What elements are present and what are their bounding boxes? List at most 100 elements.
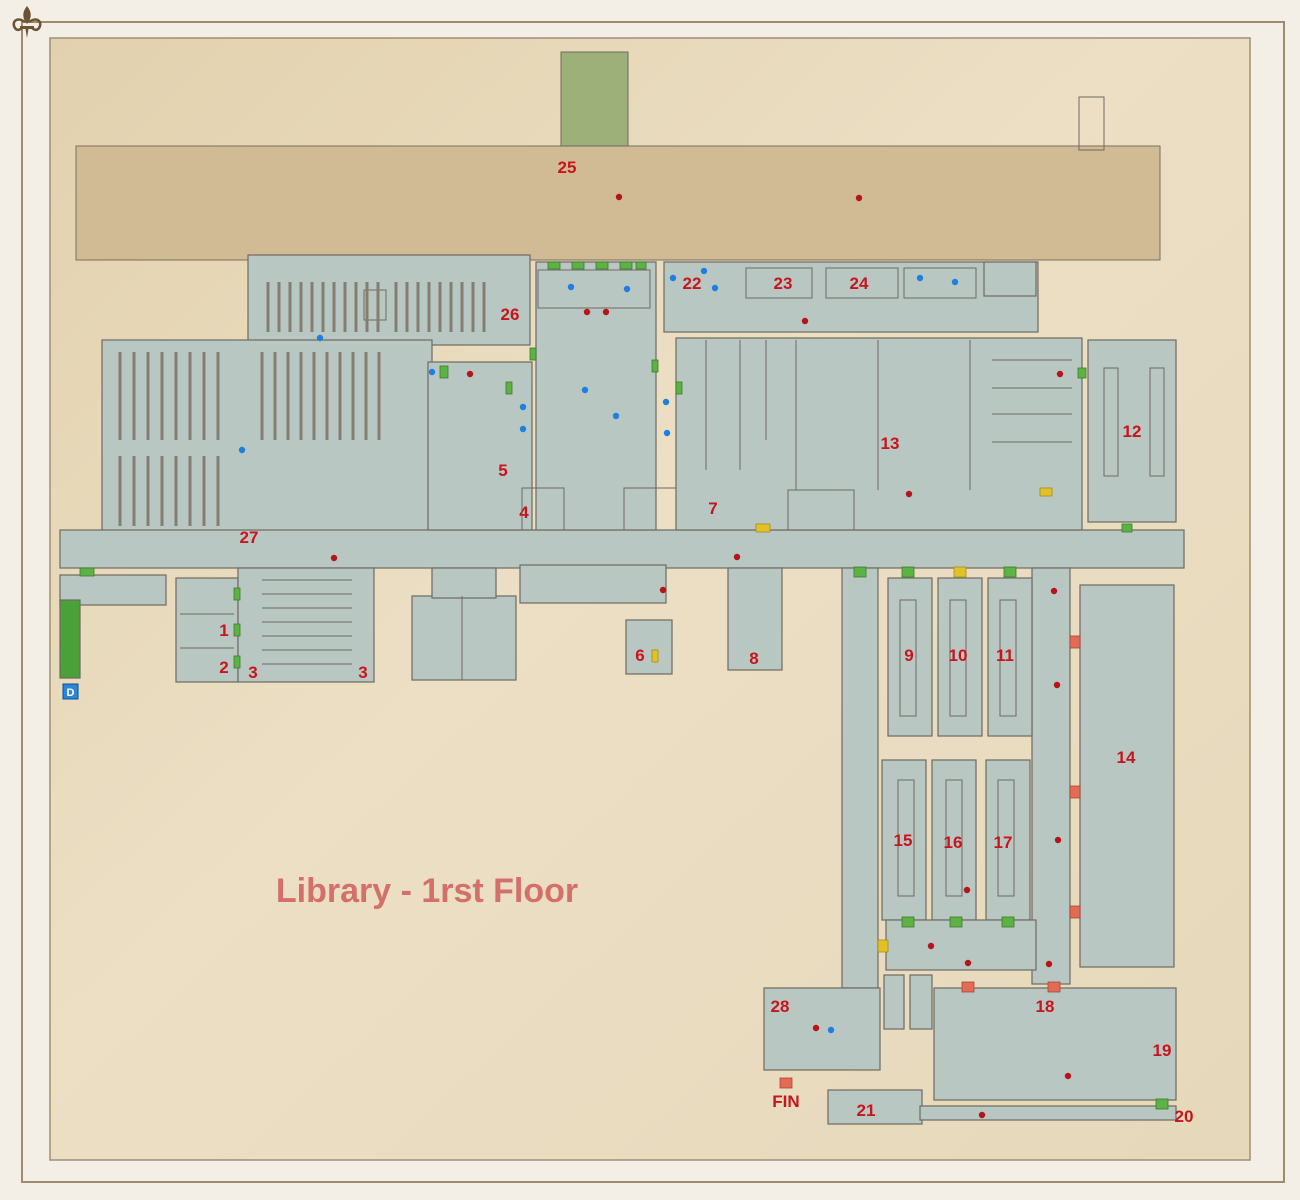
wall-details <box>180 267 1165 897</box>
room-label-21: 21 <box>857 1101 876 1120</box>
doors-yellow <box>651 487 1053 953</box>
item-marker-blue <box>916 274 924 282</box>
room-label-3-b: 3 <box>358 663 367 682</box>
item-marker-red <box>927 942 935 950</box>
room-labels: 1 2 3 3 4 5 6 7 8 9 10 11 12 13 14 15 16… <box>219 158 1193 1126</box>
small-room-b <box>909 974 933 1030</box>
room-6 <box>625 619 673 675</box>
item-marker-red <box>801 317 809 325</box>
room-8 <box>727 567 783 671</box>
item-marker-red <box>855 194 863 202</box>
room-label-12: 12 <box>1123 422 1142 441</box>
item-marker-red <box>659 586 667 594</box>
item-marker-blue <box>951 278 959 286</box>
room-5-area <box>427 361 533 531</box>
item-marker-red <box>583 308 591 316</box>
room-label-1: 1 <box>219 621 228 640</box>
garden-25 <box>560 51 629 147</box>
central-hall <box>535 261 657 531</box>
room-label-4: 4 <box>519 503 529 522</box>
item-markers-red <box>330 193 1072 1119</box>
item-marker-red <box>905 490 913 498</box>
room-28 <box>763 987 881 1071</box>
item-marker-blue <box>519 403 527 411</box>
item-marker-blue <box>581 386 589 394</box>
item-marker-blue <box>428 368 436 376</box>
room-label-2: 2 <box>219 658 228 677</box>
bookshelf-rows <box>118 282 486 526</box>
room-18-hall <box>885 919 1037 971</box>
item-marker-red <box>330 554 338 562</box>
item-marker-red <box>963 886 971 894</box>
room-label-28: 28 <box>771 997 790 1016</box>
item-marker-red <box>1064 1072 1072 1080</box>
room-label-22: 22 <box>683 274 702 293</box>
courtyard <box>75 145 1161 261</box>
item-marker-blue <box>663 429 671 437</box>
room-label-15: 15 <box>894 831 913 850</box>
fleur-de-lis-icon <box>12 6 42 38</box>
room-label-14: 14 <box>1117 748 1136 767</box>
item-marker-red <box>978 1111 986 1119</box>
room-27-area <box>101 339 433 541</box>
item-marker-red <box>1053 681 1061 689</box>
room-label-13: 13 <box>881 434 900 453</box>
room-label-7: 7 <box>708 499 717 518</box>
item-marker-red <box>1054 836 1062 844</box>
small-room-a <box>883 974 905 1030</box>
room-label-19: 19 <box>1153 1041 1172 1060</box>
south-passage <box>919 1105 1177 1121</box>
east-corridor-west <box>841 567 879 989</box>
room-label-23: 23 <box>774 274 793 293</box>
item-marker-red <box>602 308 610 316</box>
item-marker-blue <box>827 1026 835 1034</box>
start-marker: D <box>62 683 79 700</box>
item-marker-blue <box>662 398 670 406</box>
item-marker-red <box>964 959 972 967</box>
item-marker-red <box>466 370 474 378</box>
start-marker-text: D <box>67 687 75 699</box>
item-marker-blue <box>711 284 719 292</box>
room-label-16: 16 <box>944 833 963 852</box>
room-label-27: 27 <box>240 528 259 547</box>
room-3-area <box>237 567 375 683</box>
item-marker-red <box>733 553 741 561</box>
room-24-annex <box>983 261 1037 297</box>
room-label-9: 9 <box>904 646 913 665</box>
item-markers-blue <box>238 267 959 1034</box>
room-10 <box>937 577 983 737</box>
room-15 <box>881 759 927 921</box>
room-16 <box>931 759 977 921</box>
room-label-5: 5 <box>498 461 507 480</box>
item-marker-blue <box>623 285 631 293</box>
main-corridor <box>59 529 1185 569</box>
item-marker-blue <box>669 274 677 282</box>
room-11 <box>987 577 1033 737</box>
item-marker-blue <box>567 283 575 291</box>
item-marker-red <box>615 193 623 201</box>
item-marker-red <box>1056 370 1064 378</box>
room-label-8: 8 <box>749 649 758 668</box>
item-marker-red <box>1050 587 1058 595</box>
finish-label: FIN <box>772 1092 799 1111</box>
room-label-25: 25 <box>558 158 577 177</box>
room-label-3: 3 <box>248 663 257 682</box>
item-marker-red <box>1045 960 1053 968</box>
room-label-17: 17 <box>994 833 1013 852</box>
doors-green <box>79 261 1169 1110</box>
room-9 <box>887 577 933 737</box>
room-label-18: 18 <box>1036 997 1055 1016</box>
room-12 <box>1087 339 1177 523</box>
upper-rooms-block <box>663 261 1039 333</box>
lower-room-entry <box>431 567 497 599</box>
west-stairs <box>59 599 81 679</box>
frame-border <box>21 21 1285 1183</box>
room-label-20: 20 <box>1175 1107 1194 1126</box>
room-13-area <box>675 337 1083 531</box>
room-14 <box>1079 584 1175 968</box>
item-marker-blue <box>238 446 246 454</box>
room-17 <box>985 759 1031 921</box>
doors-red <box>779 635 1081 1089</box>
lower-passage <box>519 564 667 604</box>
